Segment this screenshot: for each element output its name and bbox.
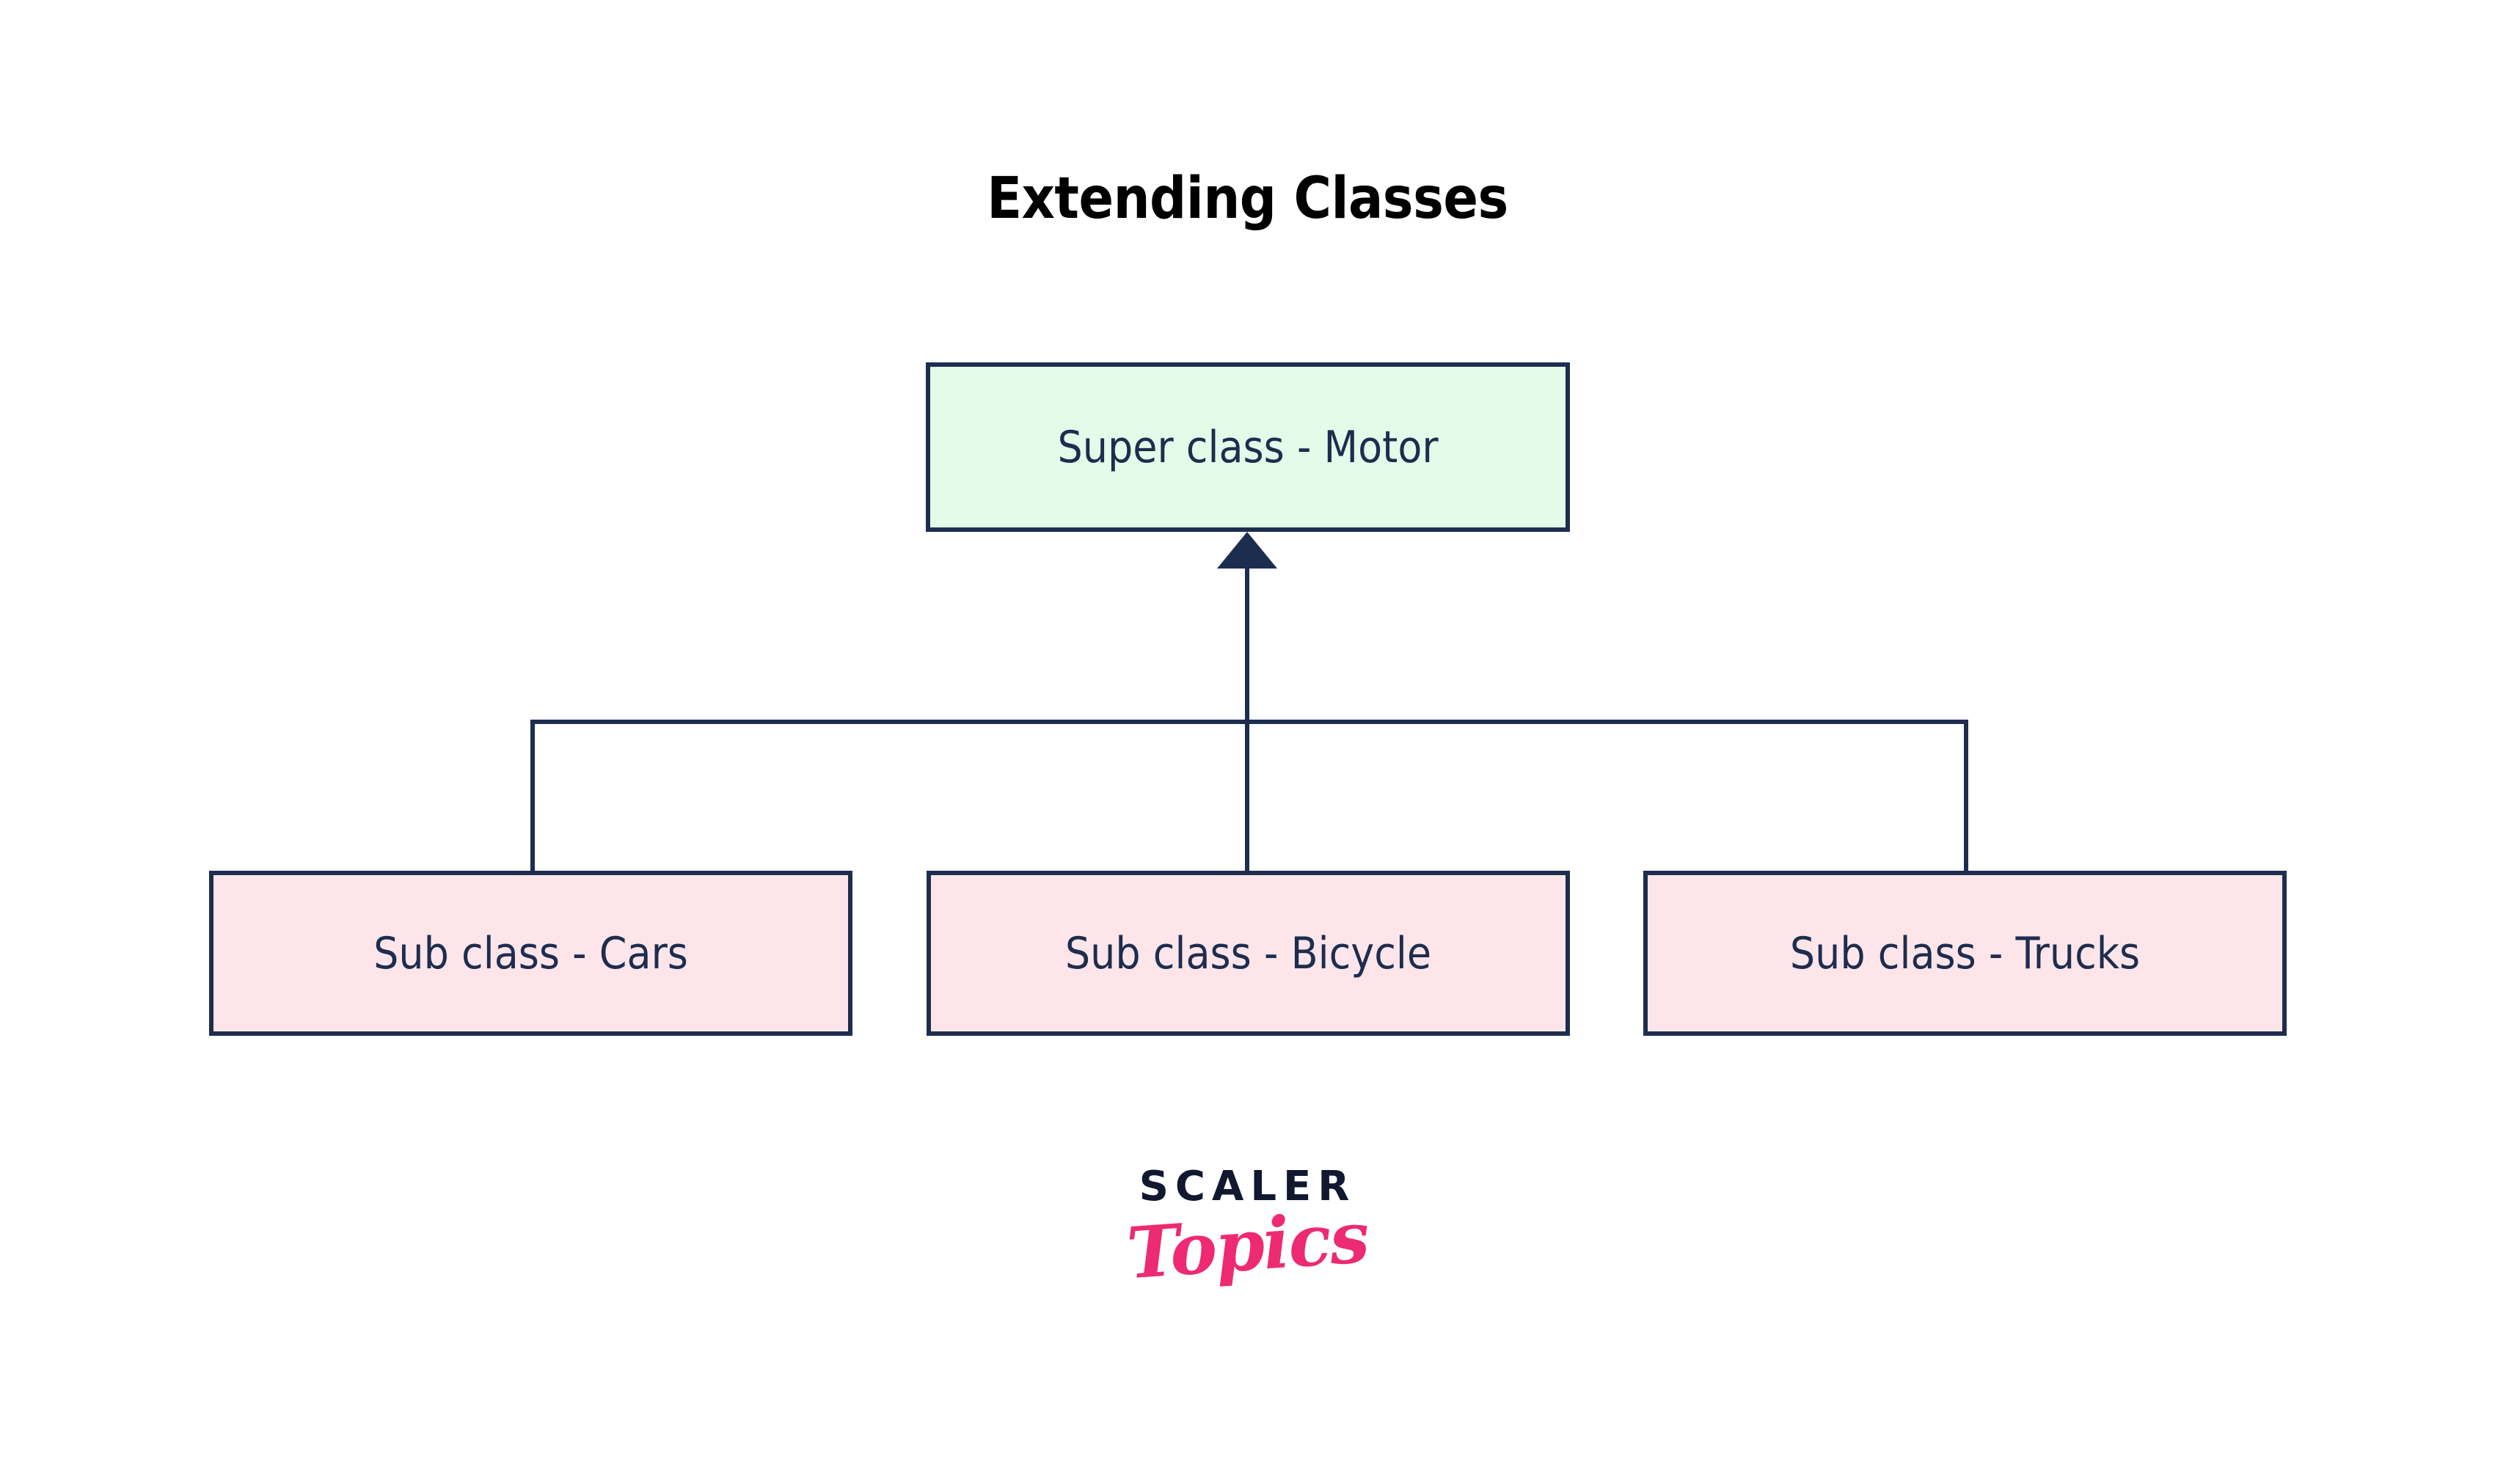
brand-logo: SCALER Topics — [0, 1163, 2495, 1295]
connector-stem-vertical — [1245, 566, 1249, 724]
logo-secondary-text: Topics — [1124, 1195, 1371, 1295]
node-sub-class-bicycle: Sub class - Bicycle — [927, 871, 1570, 1036]
node-label: Super class - Motor — [1057, 421, 1439, 473]
connector-drop-cars — [530, 720, 535, 873]
logo-primary-text: SCALER — [1139, 1163, 1356, 1210]
node-super-class-motor: Super class - Motor — [926, 362, 1570, 532]
node-sub-class-cars: Sub class - Cars — [209, 871, 852, 1036]
node-sub-class-trucks: Sub class - Trucks — [1643, 871, 2287, 1036]
node-label: Sub class - Bicycle — [1064, 927, 1432, 979]
node-label: Sub class - Trucks — [1789, 927, 2141, 979]
node-label: Sub class - Cars — [373, 927, 688, 979]
connector-drop-trucks — [1964, 720, 1968, 873]
page-title: Extending Classes — [987, 166, 1508, 232]
connector-drop-bicycle — [1245, 720, 1249, 873]
connector-horizontal-bar — [530, 720, 1968, 724]
inheritance-arrow-icon — [1217, 532, 1277, 569]
